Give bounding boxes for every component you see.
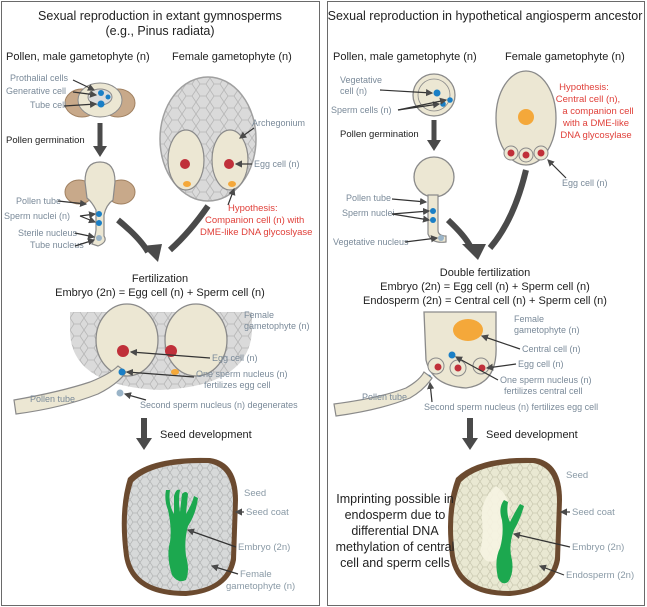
label-embryo: Embryo (2n) [238,542,290,553]
left-hypothesis-1: Hypothesis: [228,203,278,214]
label-tube-nucleus: Tube nucleus [30,240,84,250]
right-embryo-equation: Embryo (2n) = Egg cell (n) + Sperm cell … [380,281,590,293]
imprint-line-3: differential DNA [351,524,439,538]
right-title: Sexual reproduction in hypothetical angi… [328,9,643,23]
left-subtitle: (e.g., Pinus radiata) [105,24,214,38]
left-female-heading: Female gametophyte (n) [172,51,292,63]
label-vegetative-nucleus: Vegetative nucleus [333,237,409,247]
right-pollen-germination: Pollen germination [340,129,419,140]
label-angio-fert-female-1: Female [514,314,544,324]
pine-female-gametophyte [159,76,257,202]
label-seed: Seed [244,488,266,499]
angio-seed [448,457,562,596]
right-hypothesis-2: Central cell (n), [556,94,620,105]
label-fert-female-1: Female [244,310,274,320]
label-angio-sperm-nuclei: Sperm nuclei [342,208,395,218]
label-fert-one-sperm-2: fertilizes egg cell [204,380,271,390]
label-fert-one-sperm-1: One sperm nucleus (n) [196,369,288,379]
label-generative: Generative cell [6,86,66,96]
label-seed-female-1: Female [240,569,272,580]
left-embryo-equation: Embryo (2n) = Egg cell (n) + Sperm cell … [55,287,265,299]
label-angio-one-sperm-2: fertilizes central cell [504,386,583,396]
label-angio-seed-coat: Seed coat [572,507,615,518]
right-pollen-heading: Pollen, male gametophyte (n) [333,51,477,63]
right-female-heading: Female gametophyte (n) [505,51,625,63]
left-seed-development: Seed development [160,429,252,441]
right-hypothesis-3: a companion cell [562,106,633,117]
label-tube-cell: Tube cell [30,100,66,110]
label-sperm-cells: Sperm cells (n) [331,105,392,115]
pine-pollen-grain [64,82,136,118]
imprint-line-2: endosperm due to [345,508,446,522]
left-title: Sexual reproduction in extant gymnosperm… [38,9,282,23]
label-angio-embryo: Embryo (2n) [572,542,624,553]
label-angio-endosperm: Endosperm (2n) [566,570,634,581]
label-angio-second-sperm: Second sperm nucleus (n) fertilizes egg … [424,402,598,412]
label-pollen-tube: Pollen tube [16,196,61,206]
label-prothalial: Prothalial cells [10,73,69,83]
left-fertilization: Fertilization [132,273,188,285]
label-vegetative-2: cell (n) [340,86,367,96]
left-hypothesis-2: Companion cell (n) with [205,215,304,226]
label-fert-female-2: gametophyte (n) [244,321,310,331]
angio-germinated-pollen [413,156,455,243]
label-angio-one-sperm-1: One sperm nucleus (n) [500,375,592,385]
label-sperm-nuclei: Sperm nuclei (n) [4,211,70,221]
imprint-line-5: cell and sperm cells [340,556,450,570]
left-pollen-heading: Pollen, male gametophyte (n) [6,51,150,63]
imprint-line-4: methylation of central [336,540,455,554]
angio-double-fertilization [333,311,497,417]
right-hypothesis-5: DNA glycosylase [560,130,631,141]
label-fert-second-sperm: Second sperm nucleus (n) degenerates [140,400,298,410]
label-fert-pollen-tube: Pollen tube [30,394,75,404]
label-vegetative-1: Vegetative [340,75,382,85]
label-seed-female-2: gametophyte (n) [226,581,295,592]
label-sterile-nucleus: Sterile nucleus [18,228,78,238]
label-angio-central: Central cell (n) [522,344,581,354]
label-seed-coat: Seed coat [246,507,289,518]
left-pollen-germination: Pollen germination [6,135,85,146]
left-hypothesis-3: DME-like DNA glycoslyase [200,227,312,238]
label-angio-fert-pollen-tube: Pollen tube [362,392,407,402]
right-seed-development: Seed development [486,429,578,441]
label-fert-egg: Egg cell (n) [212,353,258,363]
label-angio-fert-female-2: gametophyte (n) [514,325,580,335]
imprint-line-1: Imprinting possible in [336,492,453,506]
label-angio-egg: Egg cell (n) [562,178,608,188]
angio-female-gametophyte [495,70,557,166]
label-archegonium: Archegonium [252,118,305,128]
right-double-fertilization: Double fertilization [440,267,531,279]
right-hypothesis-4: with a DME-like [562,118,629,129]
label-angio-seed: Seed [566,470,588,481]
right-endosperm-equation: Endosperm (2n) = Central cell (n) + Sper… [363,295,607,307]
label-egg-cell: Egg cell (n) [254,159,300,169]
label-angio-pollen-tube: Pollen tube [346,193,391,203]
angio-pollen-grain [412,73,456,117]
label-angio-fert-egg: Egg cell (n) [518,359,564,369]
pine-seed [121,457,238,596]
germinated-pollen [64,161,136,247]
pine-fertilization [13,303,252,415]
right-hypothesis-1: Hypothesis: [559,82,609,93]
